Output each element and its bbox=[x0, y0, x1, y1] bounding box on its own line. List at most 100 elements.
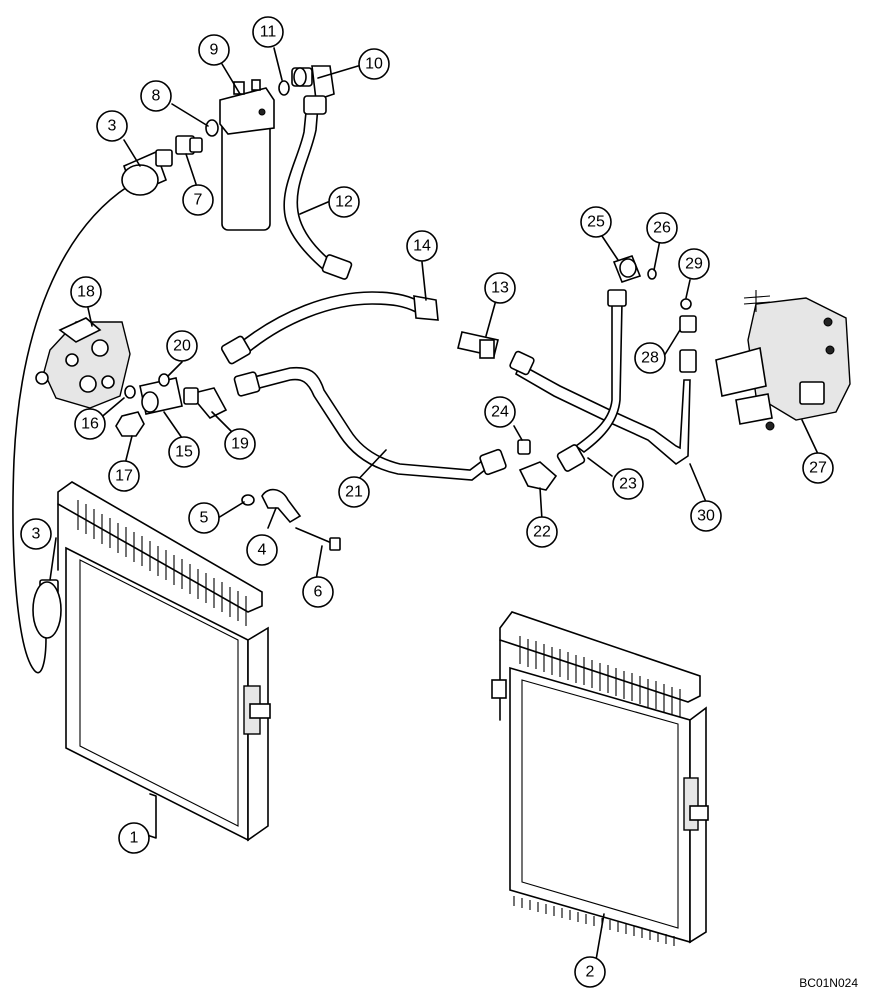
drawing-reference-code: BC01N024 bbox=[799, 976, 858, 990]
adapter-7 bbox=[175, 135, 203, 155]
callout-6: 6 bbox=[302, 576, 334, 608]
svg-text:22: 22 bbox=[533, 524, 551, 541]
callout-9: 9 bbox=[198, 34, 230, 66]
hose-21-nut-right bbox=[479, 448, 507, 476]
elbow-22 bbox=[518, 461, 558, 491]
hose-14-nut-right bbox=[413, 295, 439, 321]
elbow-fitting-10 bbox=[291, 65, 335, 102]
callout-26: 26 bbox=[646, 212, 678, 244]
svg-text:15: 15 bbox=[175, 444, 193, 461]
svg-text:8: 8 bbox=[152, 88, 161, 105]
svg-text:25: 25 bbox=[587, 214, 605, 231]
hose-21 bbox=[249, 366, 492, 481]
hose-21-nut-left bbox=[233, 371, 261, 397]
svg-text:11: 11 bbox=[260, 24, 277, 41]
tee-13 bbox=[457, 331, 499, 359]
callout-21: 21 bbox=[338, 476, 370, 508]
bolt-6 bbox=[295, 527, 341, 551]
callout-14: 14 bbox=[406, 230, 438, 262]
callout-4: 4 bbox=[246, 534, 278, 566]
hose-14 bbox=[234, 291, 421, 358]
o-ring-20 bbox=[158, 373, 170, 387]
svg-text:26: 26 bbox=[653, 220, 671, 237]
plug-17 bbox=[115, 411, 145, 437]
svg-text:2: 2 bbox=[586, 964, 595, 981]
callout-22: 22 bbox=[526, 516, 558, 548]
callout-19: 19 bbox=[224, 428, 256, 460]
svg-text:10: 10 bbox=[365, 56, 383, 73]
hose-12-nut-top bbox=[303, 95, 327, 115]
callout-30: 30 bbox=[690, 500, 722, 532]
callout-17: 17 bbox=[108, 460, 140, 492]
callout-8: 8 bbox=[140, 80, 172, 112]
elbow-19 bbox=[183, 387, 228, 419]
callout-24: 24 bbox=[484, 396, 516, 428]
callout-16: 16 bbox=[74, 408, 106, 440]
svg-text:19: 19 bbox=[231, 436, 249, 453]
svg-text:28: 28 bbox=[641, 350, 659, 367]
callout-13: 13 bbox=[484, 272, 516, 304]
svg-text:23: 23 bbox=[619, 476, 637, 493]
tube-30-nut-left bbox=[509, 350, 535, 376]
svg-text:14: 14 bbox=[413, 238, 431, 255]
o-ring-11 bbox=[278, 80, 290, 96]
callout-20: 20 bbox=[166, 330, 198, 362]
callout-7: 7 bbox=[182, 184, 214, 216]
o-ring-16 bbox=[124, 385, 136, 399]
callout-1: 1 bbox=[118, 822, 150, 854]
svg-text:30: 30 bbox=[697, 508, 715, 525]
svg-text:4: 4 bbox=[258, 542, 267, 559]
pressure-switch-3-upper bbox=[121, 149, 173, 196]
o-ring-29 bbox=[680, 298, 692, 310]
svg-text:18: 18 bbox=[77, 284, 95, 301]
callout-28: 28 bbox=[634, 342, 666, 374]
hose-12-nut-bottom bbox=[321, 254, 353, 280]
tube-23 bbox=[574, 301, 623, 453]
oil-cooler-1 bbox=[57, 481, 271, 842]
tube-30 bbox=[515, 362, 691, 466]
tube-30-nut-top bbox=[679, 349, 697, 373]
svg-text:13: 13 bbox=[491, 280, 509, 297]
callout-2: 2 bbox=[574, 956, 606, 988]
callout-3-upper: 3 bbox=[96, 110, 128, 142]
svg-text:27: 27 bbox=[809, 460, 827, 477]
clamp-4 bbox=[261, 488, 302, 524]
nut-5 bbox=[241, 494, 255, 506]
callout-29: 29 bbox=[678, 248, 710, 280]
callout-3-lower: 3 bbox=[20, 518, 52, 550]
svg-text:21: 21 bbox=[345, 484, 363, 501]
svg-text:17: 17 bbox=[115, 468, 133, 485]
svg-text:1: 1 bbox=[130, 830, 139, 847]
svg-text:16: 16 bbox=[81, 416, 99, 433]
callout-23: 23 bbox=[612, 468, 644, 500]
callout-5: 5 bbox=[188, 502, 220, 534]
hose-14-nut-left bbox=[220, 335, 252, 365]
oil-filter bbox=[219, 79, 275, 231]
oil-cooler-2 bbox=[491, 611, 709, 946]
callout-12: 12 bbox=[328, 186, 360, 218]
callout-27: 27 bbox=[802, 452, 834, 484]
hose-12 bbox=[283, 104, 334, 272]
o-ring-8 bbox=[205, 119, 219, 137]
svg-text:5: 5 bbox=[200, 510, 209, 527]
fitting-25 bbox=[612, 255, 642, 283]
tube-23-nut-top bbox=[607, 289, 627, 307]
svg-text:12: 12 bbox=[335, 194, 353, 211]
callout-15: 15 bbox=[168, 436, 200, 468]
valve-block-18 bbox=[35, 317, 131, 409]
svg-text:9: 9 bbox=[210, 42, 219, 59]
svg-text:7: 7 bbox=[194, 192, 203, 209]
callout-18: 18 bbox=[70, 276, 102, 308]
svg-text:3: 3 bbox=[108, 118, 117, 135]
svg-text:29: 29 bbox=[685, 256, 703, 273]
callout-11: 11 bbox=[252, 16, 284, 48]
switch-wire bbox=[12, 184, 131, 674]
svg-text:20: 20 bbox=[173, 338, 191, 355]
adapter-28 bbox=[679, 315, 697, 333]
svg-text:3: 3 bbox=[32, 526, 41, 543]
svg-text:6: 6 bbox=[314, 584, 323, 601]
callout-25: 25 bbox=[580, 206, 612, 238]
tube-23-nut-bottom bbox=[556, 444, 586, 472]
fitting-24 bbox=[517, 439, 531, 455]
